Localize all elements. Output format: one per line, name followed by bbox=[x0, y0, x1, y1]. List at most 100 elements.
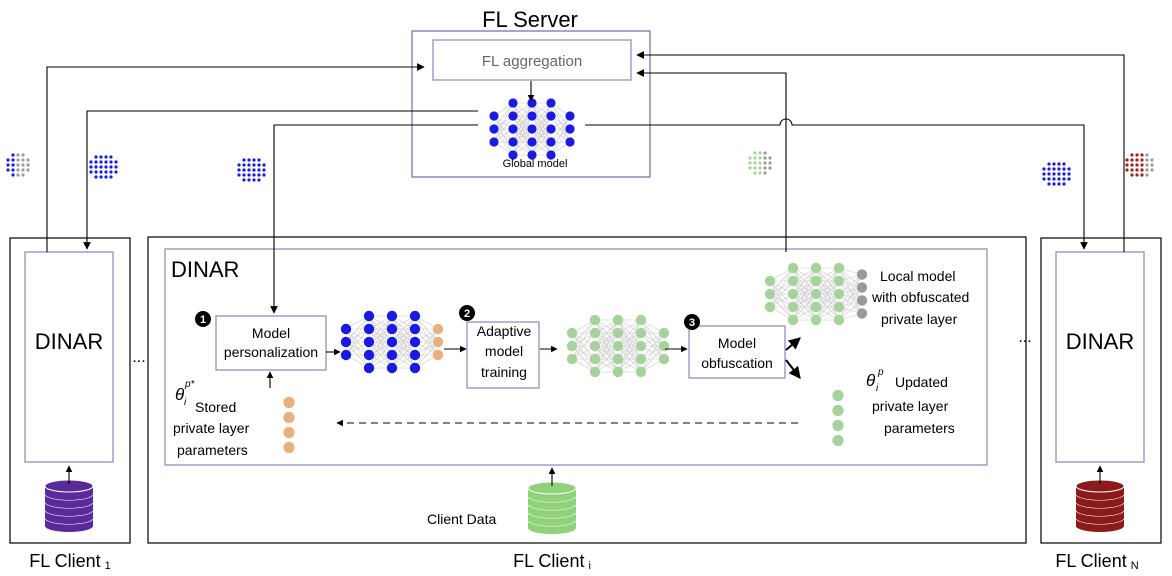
net-node bbox=[635, 327, 647, 339]
net-node bbox=[856, 308, 868, 319]
net-edge bbox=[512, 102, 533, 130]
client-i-dinar-box bbox=[164, 248, 988, 466]
net-node bbox=[810, 314, 822, 326]
mini-node bbox=[242, 168, 246, 172]
mini-node bbox=[6, 168, 10, 172]
mini-node bbox=[1150, 168, 1154, 172]
net-node bbox=[832, 389, 844, 402]
mini-node bbox=[768, 156, 772, 160]
updated-private-layer-icon bbox=[832, 389, 844, 447]
net-edge bbox=[368, 341, 393, 369]
step1-badge-number: 1 bbox=[200, 314, 206, 326]
net-node bbox=[787, 314, 799, 326]
client-i-database-icon bbox=[527, 481, 577, 534]
mini-node bbox=[1135, 168, 1139, 172]
client-n-database-icon bbox=[1075, 479, 1125, 532]
personalized-model-network bbox=[340, 310, 444, 374]
mini-model-icons bbox=[6, 151, 1154, 186]
net-node bbox=[787, 288, 799, 300]
mini-node bbox=[1052, 177, 1056, 181]
mini-node bbox=[6, 158, 10, 162]
net-node bbox=[589, 314, 601, 326]
mini-node bbox=[1047, 172, 1051, 176]
net-node bbox=[363, 323, 375, 335]
local-obfuscated-model-network bbox=[764, 262, 868, 326]
mini-node bbox=[21, 168, 25, 172]
mini-node bbox=[252, 173, 256, 177]
arrow-global-to-client1 bbox=[83, 110, 478, 250]
mini-node bbox=[1130, 153, 1134, 157]
mini-node bbox=[99, 165, 103, 169]
client-n-dinar-label: DINAR bbox=[1066, 329, 1134, 354]
net-node bbox=[386, 310, 398, 322]
mini-node bbox=[758, 161, 762, 165]
net-edge bbox=[617, 319, 642, 373]
stored-line3: parameters bbox=[177, 442, 248, 458]
net-node bbox=[612, 314, 624, 326]
updated-line2: private layer bbox=[872, 398, 949, 414]
net-node bbox=[810, 275, 822, 287]
net-edge bbox=[414, 328, 439, 356]
mini-node bbox=[16, 158, 20, 162]
net-node bbox=[508, 111, 518, 121]
net-node bbox=[283, 411, 295, 424]
net-node bbox=[527, 137, 537, 147]
net-node bbox=[832, 404, 844, 417]
step2-box bbox=[466, 321, 540, 389]
mini-node bbox=[257, 158, 261, 162]
mini-node bbox=[1047, 182, 1051, 186]
net-node bbox=[856, 295, 868, 306]
client-data-label: Client Data bbox=[427, 511, 496, 527]
updated-theta-sub: i bbox=[876, 383, 879, 394]
mini-node bbox=[1130, 173, 1134, 177]
net-edge bbox=[531, 102, 552, 130]
mini-node bbox=[16, 163, 20, 167]
mini-node bbox=[237, 168, 241, 172]
net-edge bbox=[640, 345, 665, 373]
mini-node bbox=[758, 171, 762, 175]
mini-node bbox=[753, 171, 757, 175]
net-node bbox=[508, 98, 518, 108]
updated-line1: Updated bbox=[895, 374, 948, 390]
net-node bbox=[810, 262, 822, 274]
mini-node bbox=[26, 168, 30, 172]
net-edge bbox=[368, 315, 393, 369]
client-1-dinar-box bbox=[24, 251, 114, 463]
step3-line1: Model bbox=[718, 335, 756, 351]
net-edge bbox=[368, 315, 393, 343]
net-edge bbox=[617, 319, 642, 347]
mini-node bbox=[247, 158, 251, 162]
net-node bbox=[856, 282, 868, 293]
arrow-global-to-clientN bbox=[585, 118, 1088, 250]
mini-node bbox=[1062, 162, 1066, 166]
mini-node bbox=[1140, 173, 1144, 177]
net-edge bbox=[493, 115, 514, 143]
mini-node bbox=[21, 163, 25, 167]
mini-node bbox=[104, 160, 108, 164]
net-node bbox=[833, 275, 845, 287]
net-edge bbox=[594, 332, 619, 373]
net-node bbox=[833, 301, 845, 313]
mini-node bbox=[242, 158, 246, 162]
net-edge bbox=[594, 345, 619, 373]
mini-node bbox=[1062, 167, 1066, 171]
net-node bbox=[833, 262, 845, 274]
net-edge bbox=[345, 315, 370, 356]
mini-node bbox=[753, 161, 757, 165]
arrow-step3-to-local bbox=[785, 337, 801, 351]
net-edge bbox=[512, 128, 533, 156]
mini-node bbox=[257, 173, 261, 177]
local-model-line2: with obfuscated bbox=[871, 289, 969, 305]
mini-node bbox=[94, 175, 98, 179]
mini-node bbox=[763, 171, 767, 175]
mini-node bbox=[257, 163, 261, 167]
client-n-dinar-box bbox=[1055, 251, 1145, 463]
net-edge bbox=[550, 115, 571, 156]
net-node bbox=[409, 362, 421, 374]
server-title: FL Server bbox=[482, 7, 578, 32]
mini-node bbox=[99, 155, 103, 159]
net-node bbox=[409, 310, 421, 322]
step3-badge bbox=[684, 314, 700, 330]
